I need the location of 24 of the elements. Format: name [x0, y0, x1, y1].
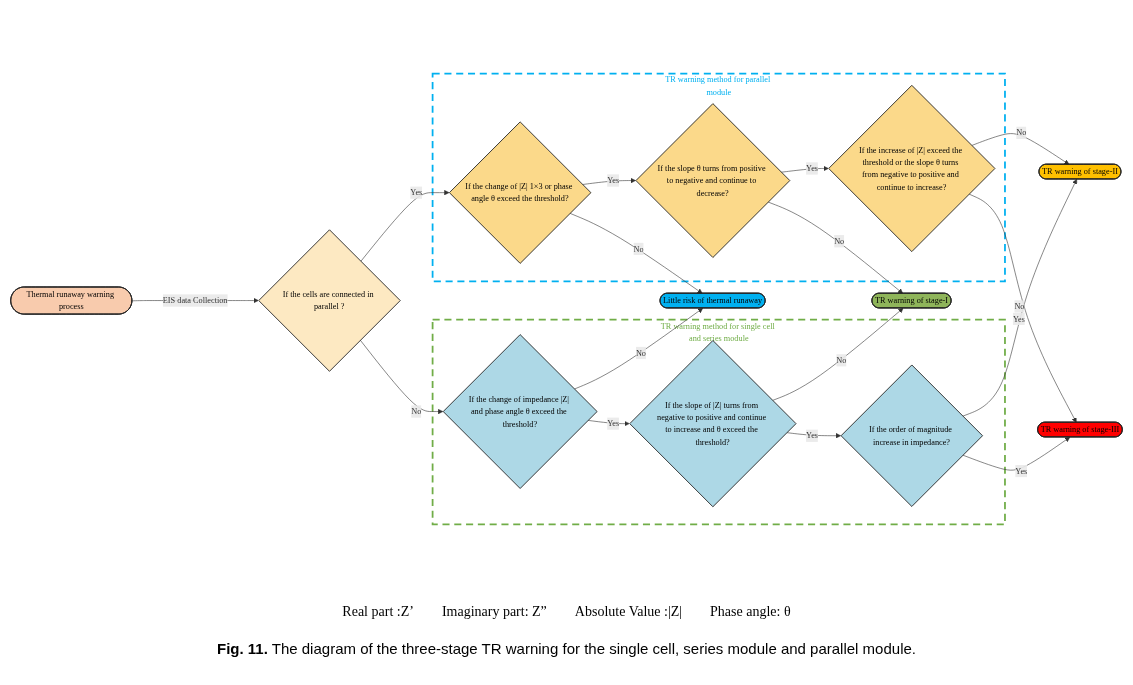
edge-label: Yes	[410, 188, 423, 198]
edge-label: No	[836, 355, 847, 365]
figure-caption: Fig. 11. The diagram of the three-stage TR warning for the single cell, series module and parallel module.	[216, 640, 917, 657]
edge-label: No	[1016, 128, 1027, 138]
node-diamond: If the cells are connected in parallel ?	[258, 229, 401, 372]
edge-label: No	[1014, 301, 1025, 311]
edge-label: Yes	[806, 431, 819, 441]
data-note: Phase angle: θ	[710, 604, 791, 620]
edge-label: No	[834, 236, 845, 246]
edge-label: Yes	[607, 419, 620, 429]
edge-label: No	[633, 244, 644, 254]
edge-label: Yes	[806, 164, 819, 173]
edge-label: Yes	[1015, 466, 1028, 476]
edge-label: No	[635, 348, 646, 358]
node-diamond: If the change of impedance |Z| and phase angle θ exceed the threshold?	[442, 334, 598, 489]
data-note: Real part :Z’	[342, 604, 414, 620]
data-note: Imaginary part: Z”	[441, 604, 547, 620]
node-diamond: If the change of |Z| 1×3 or phase angle θ exceed the threshold?	[448, 121, 592, 264]
edge-label: EIS data Collection	[162, 296, 228, 305]
edge-label: Yes	[607, 176, 620, 185]
edge-label: Yes	[1012, 314, 1025, 324]
edge-label: No	[411, 407, 422, 416]
node-diamond: If the order of magnitude increase in impedance?	[840, 364, 983, 507]
data-note: Absolute Value :|Z|	[574, 604, 683, 620]
